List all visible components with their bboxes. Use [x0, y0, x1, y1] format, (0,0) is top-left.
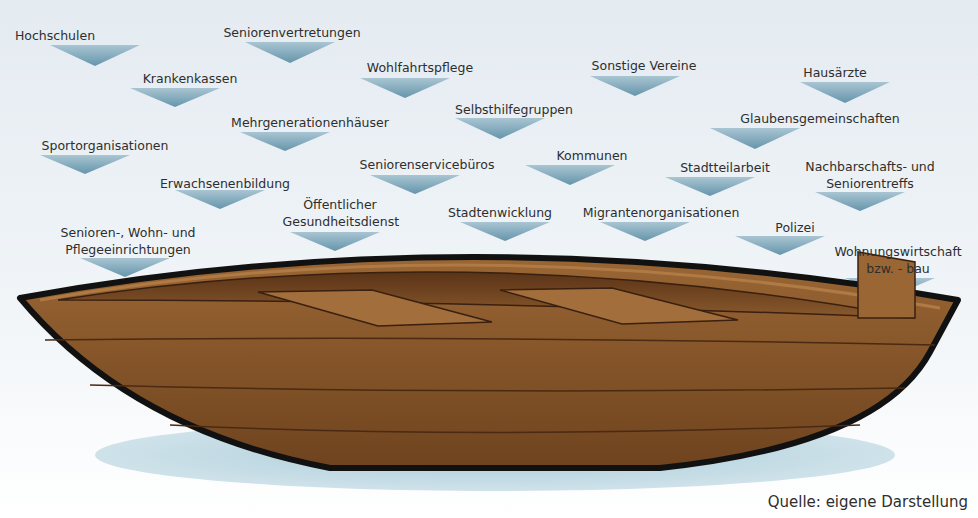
down-arrow: [130, 88, 220, 107]
down-arrow: [240, 132, 330, 151]
boat-seat: [500, 288, 738, 324]
stakeholder-label: Sportorganisationen: [42, 137, 169, 154]
stakeholder-label: Öffentlicher Gesundheitsdienst: [283, 196, 398, 230]
stakeholder-label: Sonstige Vereine: [592, 57, 697, 74]
boat-seat: [258, 290, 492, 326]
stakeholder-label: Seniorenservicebüros: [360, 156, 495, 173]
stakeholder-label: Nachbarschafts- und Seniorentreffs: [795, 158, 945, 192]
down-arrow: [800, 82, 890, 103]
gunwale: [40, 265, 940, 308]
down-arrow: [245, 42, 335, 63]
down-arrow: [710, 128, 800, 149]
down-arrow: [290, 232, 380, 251]
hull-plank-line: [45, 338, 935, 345]
stakeholder-label: Wohlfahrtspflege: [367, 59, 473, 76]
stakeholder-label: Seniorenvertretungen: [223, 24, 360, 41]
stakeholder-label: Stadtenwicklung: [448, 204, 552, 221]
stakeholder-label: Erwachsenenbildung: [160, 175, 290, 192]
down-arrow: [665, 177, 755, 196]
stakeholder-label: Stadtteilarbeit: [680, 159, 770, 176]
stakeholder-label: Mehrgenerationenhäuser: [231, 114, 389, 131]
down-arrow: [600, 222, 690, 241]
stakeholder-label: Wohnungswirtschaft bzw. - bau: [823, 243, 973, 277]
down-arrow: [360, 78, 450, 98]
stakeholder-label: Selbsthilfegruppen: [455, 101, 573, 118]
down-arrow: [40, 155, 130, 174]
down-arrow: [50, 45, 140, 66]
stakeholder-label: Hausärzte: [803, 64, 866, 81]
down-arrow: [815, 192, 905, 211]
down-arrow: [460, 222, 550, 241]
source-note: Quelle: eigene Darstellung: [768, 493, 968, 511]
down-arrow: [175, 190, 265, 209]
stakeholder-label: Hochschulen: [15, 27, 95, 44]
boat: [20, 252, 958, 468]
down-arrow: [735, 236, 825, 255]
stakeholder-label: Senioren-, Wohn- und Pflegeeinrichtungen: [46, 224, 211, 258]
hull-plank-line: [90, 385, 905, 391]
stakeholder-label: Migrantenorganisationen: [583, 204, 740, 221]
stakeholder-label: Glaubensgemeinschaften: [740, 110, 899, 127]
stakeholder-label: Krankenkassen: [143, 70, 238, 87]
down-arrow: [370, 175, 460, 194]
hull-plank-line: [170, 425, 860, 433]
stakeholder-label: Polizei: [775, 219, 814, 236]
boat-hull: [20, 257, 958, 468]
down-arrow: [525, 165, 615, 185]
down-arrow: [590, 76, 680, 96]
down-arrow: [455, 118, 545, 139]
stakeholder-label: Kommunen: [556, 147, 627, 164]
